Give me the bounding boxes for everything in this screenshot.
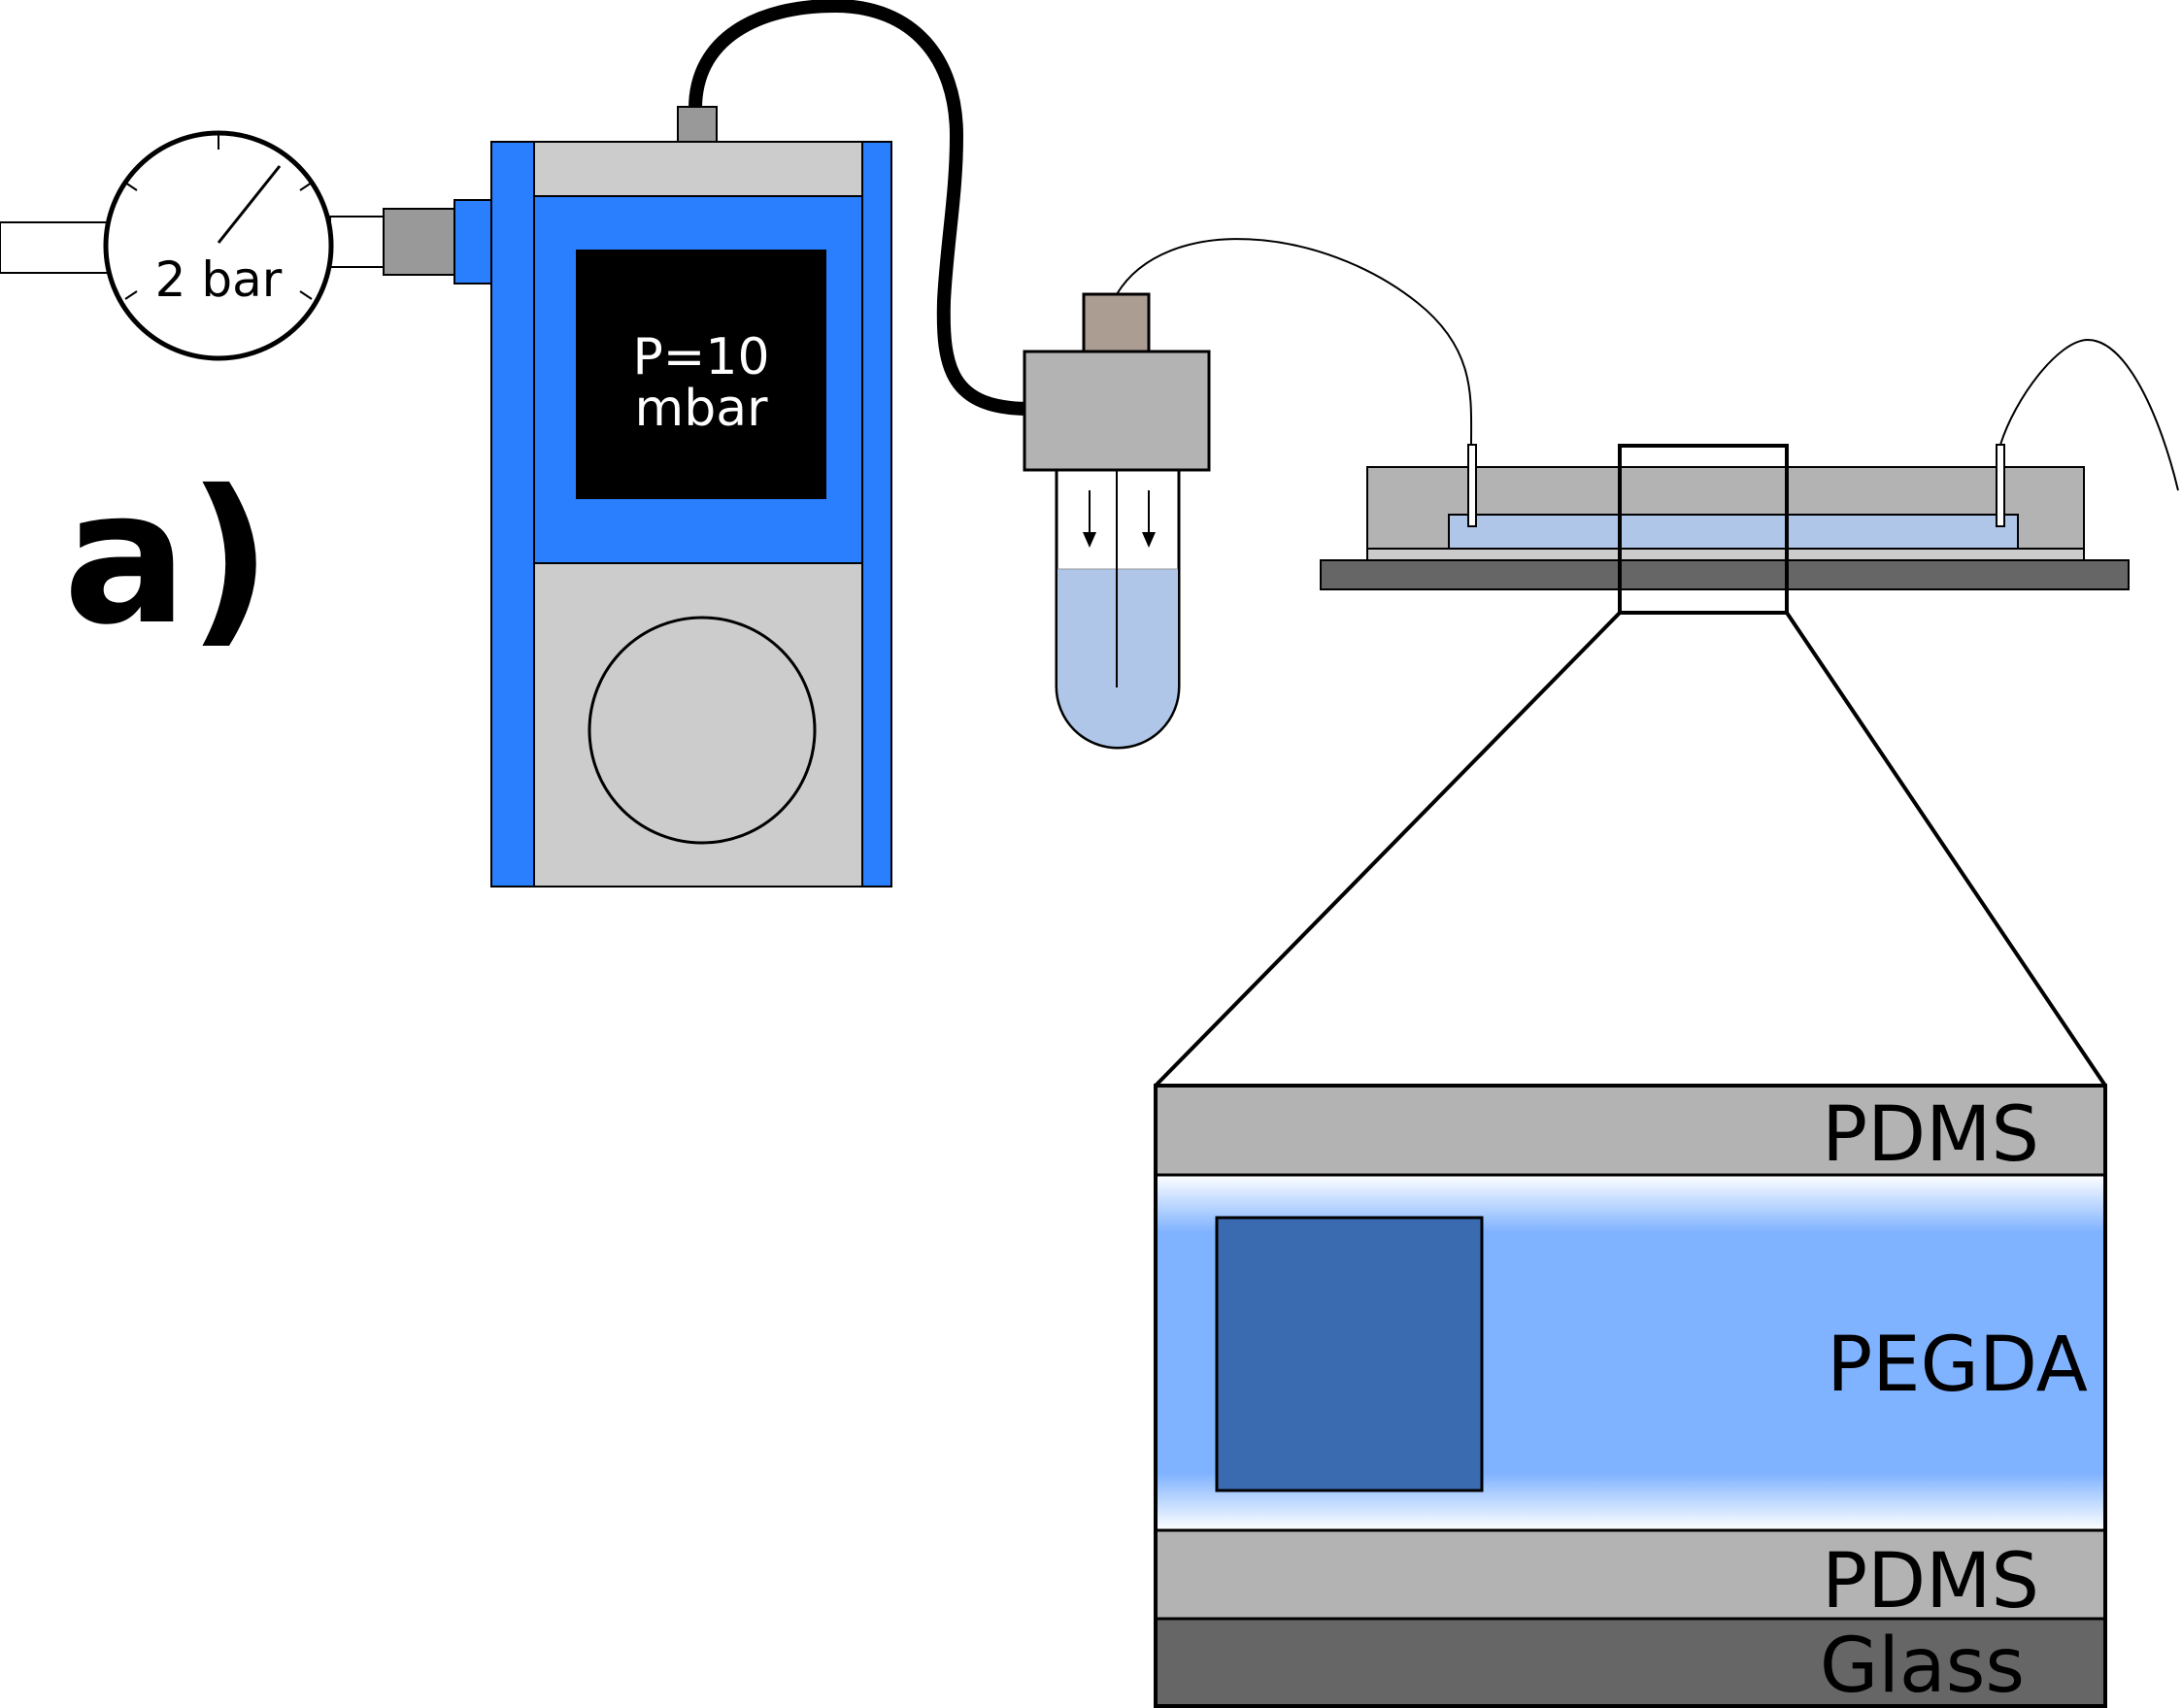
pressure-tube [688, 0, 1034, 416]
layer-label-pegda: PEGDA [1827, 1322, 2088, 1409]
gauge-label: 2 bar [155, 251, 283, 308]
zoom-line-right [1785, 611, 2107, 1088]
layer-bottom-pdms [1156, 1530, 2105, 1619]
chip-glass-slide [1320, 559, 2130, 590]
controller-screen [576, 250, 826, 499]
inlet-pipe [0, 221, 110, 274]
controller-pressure-unit: mbar [635, 380, 769, 438]
controller-knob[interactable] [587, 616, 817, 845]
layer-glass [1156, 1619, 2105, 1706]
layer-label-top-pdms: PDMS [1822, 1091, 2039, 1179]
chip-inlet-needle [1467, 444, 1477, 527]
pressure-gauge: 2 bar [103, 130, 334, 361]
inlet-connector [453, 199, 492, 285]
chip-pdms-base [1366, 548, 2085, 561]
outlet-tubing [1999, 338, 2179, 491]
chip-outlet-needle [1996, 444, 2005, 527]
inlet-tubing [1116, 238, 1473, 446]
gauge-outlet-pipe [329, 216, 385, 268]
layer-label-glass: Glass [1820, 1623, 2025, 1708]
arrow-down-icon [1142, 532, 1156, 548]
inlet-fitting [383, 208, 457, 276]
zoom-line-left [1154, 611, 1622, 1088]
pegda-particle [1215, 1216, 1484, 1492]
panel-label: a) [63, 451, 272, 665]
liquid-reservoir [1023, 292, 1211, 750]
controller-outlet-port [677, 106, 718, 143]
layer-label-bottom-pdms: PDMS [1822, 1538, 2039, 1625]
gauge-needle [217, 165, 282, 244]
arrow-down-icon [1083, 532, 1096, 548]
zoom-region-box [1618, 444, 1789, 615]
reservoir-cap [1023, 350, 1211, 472]
reservoir-outlet-fitting [1082, 292, 1151, 353]
chip-channel [1448, 514, 2019, 550]
layer-top-pdms [1156, 1086, 2105, 1175]
cross-section-view: PDMS PEGDA PDMS Glass [1154, 1084, 2107, 1708]
microfluidic-chip [1320, 444, 2130, 590]
controller-pressure-value: P=10 [632, 328, 769, 386]
pressure-controller: P=10 mbar [490, 106, 892, 887]
